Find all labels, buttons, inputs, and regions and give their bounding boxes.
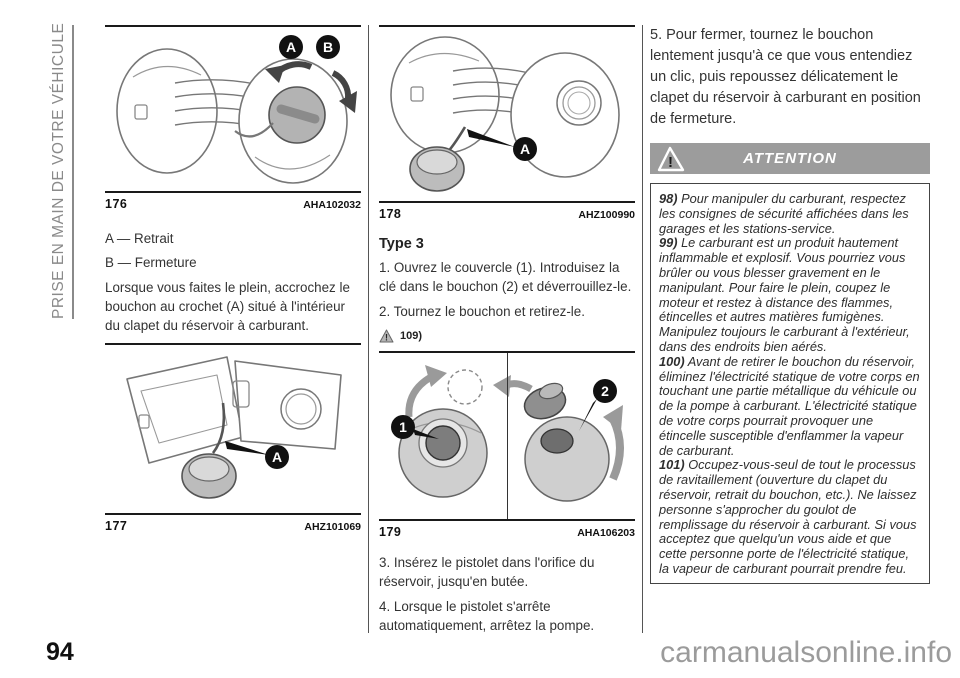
column-3: 5. Pour fermer, tournez le bouchon lente… <box>650 25 930 584</box>
column-divider <box>368 25 369 633</box>
column-2: A 178 AHZ100990 Type 3 1. Ouvrez le couv… <box>379 25 635 635</box>
figure-code: AHA102032 <box>303 199 361 211</box>
step-4: 4. Lorsque le pistolet s'arrête automati… <box>379 599 595 633</box>
warning-note-number: 98) <box>659 191 678 206</box>
figure-177-cap-on-hook: A <box>105 343 361 515</box>
callout-1-circle <box>391 415 415 439</box>
figure-panel-divider <box>507 353 508 519</box>
figure-code: AHA106203 <box>577 527 635 539</box>
callout-B-circle <box>316 35 340 59</box>
warning-note-text: Avant de retirer le bouchon du réservoir… <box>659 353 920 458</box>
page-number: 94 <box>46 638 74 666</box>
figure-number: 178 <box>379 207 402 221</box>
warning-note-number: 99) <box>659 235 678 251</box>
figure-178-cap-on-hook: A <box>379 25 635 203</box>
figure-caption: 177 AHZ101069 <box>105 519 361 533</box>
warning-note-100: 100) Avant de retirer le bouchon du rése… <box>659 353 921 459</box>
figure-caption: 179 AHA106203 <box>379 525 635 539</box>
callout-2-label: 2 <box>601 383 609 399</box>
figure-caption: 176 AHA102032 <box>105 197 361 211</box>
callout-A-label: A <box>286 39 296 55</box>
warning-notes-box: 98) Pour manipuler du carburant, respect… <box>650 183 930 584</box>
callout-1-label: 1 <box>399 419 407 435</box>
figure-code: AHZ100990 <box>578 209 635 221</box>
callout-A-label: A <box>520 141 530 157</box>
step-5: 5. Pour fermer, tournez le bouchon lente… <box>650 27 921 127</box>
callout-A-circle <box>279 35 303 59</box>
step-1: 1. Ouvrez le couvercle (1). Introduisez … <box>379 260 632 294</box>
warning-note-text: Pour manipuler du carburant, respectez l… <box>659 191 909 236</box>
step-3: 3. Insérez le pistolet dans l'orifice du… <box>379 555 595 589</box>
cap-hanging-illustration: A <box>390 36 620 192</box>
column-divider <box>642 25 643 633</box>
figure-179-unlock-remove-cap: 1 2 <box>379 351 635 521</box>
svg-text:!: ! <box>385 333 388 343</box>
warning-note-number: 100) <box>659 353 685 369</box>
warning-triangle-icon: ! <box>379 329 394 343</box>
warning-note-text: Occupez-vous-seul de tout le processus d… <box>659 457 917 576</box>
attention-banner: ! ATTENTION <box>650 143 930 174</box>
legend-item-b: B — Fermeture <box>105 255 197 270</box>
step-2: 2. Tournez le bouchon et retirez-le. <box>379 304 585 319</box>
cap-unlock-illustration: 1 2 <box>391 365 624 502</box>
fuel-cap-illustration: A B <box>116 35 357 184</box>
callout-2-circle <box>593 379 617 403</box>
legend-item-a: A — Retrait <box>105 231 174 246</box>
warning-note-number: 101) <box>659 457 685 473</box>
paragraph-refuel-hook: Lorsque vous faites le plein, accrochez … <box>105 280 350 333</box>
callout-B-label: B <box>323 39 333 55</box>
callout-A-circle <box>513 137 537 161</box>
figure-number: 176 <box>105 197 128 211</box>
warning-note-99: 99) Le carburant est un produit hautemen… <box>659 235 921 354</box>
figure-caption: 178 AHZ100990 <box>379 207 635 221</box>
callout-A-label: A <box>272 449 282 465</box>
figure-number: 177 <box>105 519 128 533</box>
warning-note-text: Le carburant est un produit hautement in… <box>659 235 910 354</box>
cap-hanging-illustration: A <box>126 356 342 499</box>
svg-text:!: ! <box>668 154 673 171</box>
callout-A-circle <box>265 445 289 469</box>
attention-label: ATTENTION <box>743 150 837 167</box>
warning-note-101: 101) Occupez-vous-seul de tout le proces… <box>659 457 921 576</box>
legend: A — Retrait B — Fermeture <box>105 227 361 275</box>
warning-note-98: 98) Pour manipuler du carburant, respect… <box>659 191 921 236</box>
figure-code: AHZ101069 <box>304 521 361 533</box>
type-3-heading: Type 3 <box>379 236 424 252</box>
column-1: A B 176 AHA102032 A — Retrait B — Fermet… <box>105 25 361 533</box>
watermark: carmanualsonline.info <box>660 636 952 669</box>
figure-number: 179 <box>379 525 402 539</box>
attention-warning-triangle-icon: ! <box>657 146 685 171</box>
figure-176-fuel-cap-open-close: A B <box>105 25 361 193</box>
sidebar-section-title: PRISE EN MAIN DE VOTRE VÉHICULE <box>50 23 74 319</box>
warning-reference: ! 109) <box>379 329 635 343</box>
warning-ref-number: 109) <box>400 330 423 342</box>
